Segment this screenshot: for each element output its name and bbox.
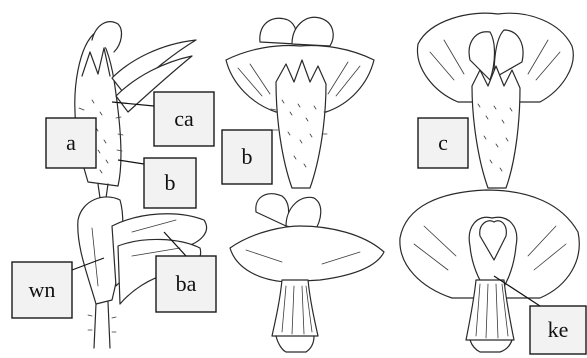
standard-petal-drawing <box>230 194 384 352</box>
label-b-mid-text: b <box>242 144 253 169</box>
label-wn-text: wn <box>29 277 56 302</box>
leader-line-b-left <box>118 160 144 164</box>
label-c: c <box>418 118 468 168</box>
label-a: a <box>46 118 96 168</box>
label-ke-text: ke <box>548 317 569 342</box>
label-wn: wn <box>12 262 72 318</box>
label-b-mid: b <box>222 130 272 184</box>
label-ba: ba <box>156 256 216 312</box>
label-b-left: b <box>144 158 196 208</box>
label-ca-text: ca <box>174 106 194 131</box>
label-a-text: a <box>66 130 76 155</box>
label-ba-text: ba <box>176 271 197 296</box>
label-ca: ca <box>154 92 214 146</box>
label-c-text: c <box>438 130 448 155</box>
label-b-left-text: b <box>165 170 176 195</box>
label-ke: ke <box>530 306 586 354</box>
